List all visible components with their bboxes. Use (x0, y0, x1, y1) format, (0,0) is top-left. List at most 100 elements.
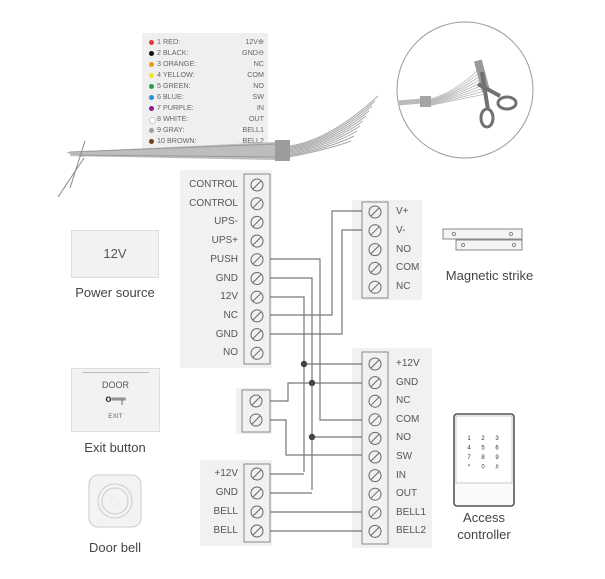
terminal-label: GND (215, 328, 238, 340)
terminal-screw-icon (250, 486, 264, 500)
terminal-screw-icon (250, 178, 264, 192)
wire-color-swatch (149, 84, 154, 89)
terminal-screw-icon (250, 253, 264, 267)
wire-function: BELL2 (242, 136, 264, 145)
wire-name: 9 GRAY: (157, 125, 185, 134)
terminal-screw-icon (249, 413, 263, 427)
terminal-screw-icon (250, 290, 264, 304)
wire-strand (289, 140, 352, 158)
terminal-label: COM (396, 262, 420, 274)
wires (270, 210, 362, 532)
terminal-label: BELL (213, 506, 238, 517)
exit-button-sub: EXIT (108, 413, 123, 420)
terminal-screw-icon (368, 524, 382, 538)
terminal-label: NO (396, 432, 411, 444)
keypad-key: 7 (467, 455, 471, 461)
bell-terminal-panel (200, 460, 272, 546)
door-bell-icon (88, 474, 142, 528)
terminal-screw-icon (368, 357, 382, 371)
wire-function: NC (253, 59, 264, 68)
terminal-label: IN (396, 469, 406, 481)
wire-function: COM (247, 70, 264, 79)
scissors-icon (473, 59, 518, 129)
exit-button-caption: Exit button (84, 440, 146, 455)
wire-strand (289, 115, 367, 152)
terminal-screw-icon (368, 243, 382, 257)
terminal-screw-icon (368, 205, 382, 219)
junction-node (308, 379, 316, 387)
terminal-label: SW (396, 451, 413, 462)
keypad-key: # (495, 465, 499, 471)
magnetic-strike-caption: Magnetic strike (445, 268, 534, 283)
wire-function: 12V⊕ (245, 37, 264, 46)
wire-name: 4 YELLOW: (157, 70, 195, 79)
bell-terminal-strip (243, 463, 271, 543)
wire-gnd-vminus (270, 229, 362, 335)
access-controller-caption-1: Access (463, 510, 505, 525)
terminal-screw-icon (250, 328, 264, 342)
terminal-screw-icon (250, 346, 264, 360)
wire-color-swatch (149, 62, 154, 67)
wire-color-swatch (149, 40, 154, 45)
wire-push-com (270, 258, 362, 421)
wire-strand (430, 93, 487, 106)
ribbon-cable (57, 140, 290, 198)
terminal-screw-icon (250, 272, 264, 285)
legend-row: 2 BLACK:GND⊖ (148, 48, 264, 59)
wire-strand (430, 78, 482, 102)
wire-strand (430, 69, 479, 100)
terminal-label: BELL (213, 525, 238, 536)
wire-color-swatch (149, 117, 156, 124)
wire-name: 3 ORANGE: (157, 59, 197, 68)
legend-row: 8 WHITE:OUT (148, 114, 264, 125)
terminal-screw-icon (368, 376, 382, 390)
door-bell-caption: Door bell (88, 540, 142, 555)
wire-strand (430, 87, 485, 105)
legend-row: 6 BLUE:SW (148, 92, 264, 103)
lock-terminal-panel (352, 200, 422, 300)
terminal-label: NO (396, 243, 411, 255)
wire-name: 2 BLACK: (157, 48, 189, 57)
keypad-key: 0 (481, 465, 485, 471)
lock-terminal-strip (361, 201, 389, 299)
terminal-label: COM (396, 413, 420, 425)
wire-exit-1 (270, 382, 312, 402)
terminal-label: BELL2 (396, 525, 427, 537)
legend-row: 1 RED:12V⊕ (148, 37, 264, 48)
wire-color-swatch (149, 73, 154, 78)
access-controller-caption-2: controller (457, 527, 511, 542)
terminal-screw-icon (250, 524, 264, 538)
terminal-label: CONTROL (189, 179, 238, 190)
terminal-screw-icon (368, 224, 382, 238)
cut-wire-inset (396, 21, 534, 159)
controller-terminal-strip (361, 351, 389, 545)
terminal-screw-icon (368, 280, 382, 294)
exit-button-box[interactable]: DOOR o═╤ EXIT (71, 368, 160, 432)
junction-nodes (300, 360, 316, 441)
wire-function: IN (256, 103, 264, 112)
terminal-screw-icon (249, 394, 263, 408)
wire-strand (430, 84, 484, 104)
keypad-key: 3 (495, 436, 499, 442)
exit-button-title: DOOR (102, 380, 129, 390)
terminal-label: V+ (396, 206, 409, 217)
wire-12v-bus (270, 296, 305, 472)
wire-name: 7 PURPLE: (157, 103, 194, 112)
wire-name: 10 BROWN: (157, 136, 197, 145)
power-source-voltage: 12V (103, 246, 127, 261)
terminal-label: +12V (214, 468, 238, 479)
terminal-screw-icon (250, 309, 264, 323)
wire-name: 5 GREEN: (157, 81, 191, 90)
wire-name: 8 WHITE: (157, 114, 189, 123)
terminal-label: GND (396, 376, 419, 388)
terminal-screw-icon (368, 506, 382, 520)
legend-row: 7 PURPLE: IN (148, 103, 264, 114)
terminal-screw-icon (250, 197, 264, 211)
keypad-key: 8 (481, 455, 485, 461)
terminal-label: BELL1 (396, 506, 427, 518)
terminal-label: UPS+ (211, 235, 238, 247)
keypad-key: 4 (467, 446, 471, 452)
key-icon: o═╤ (105, 394, 126, 405)
legend-row: 5 GREEN:NO (148, 81, 264, 92)
